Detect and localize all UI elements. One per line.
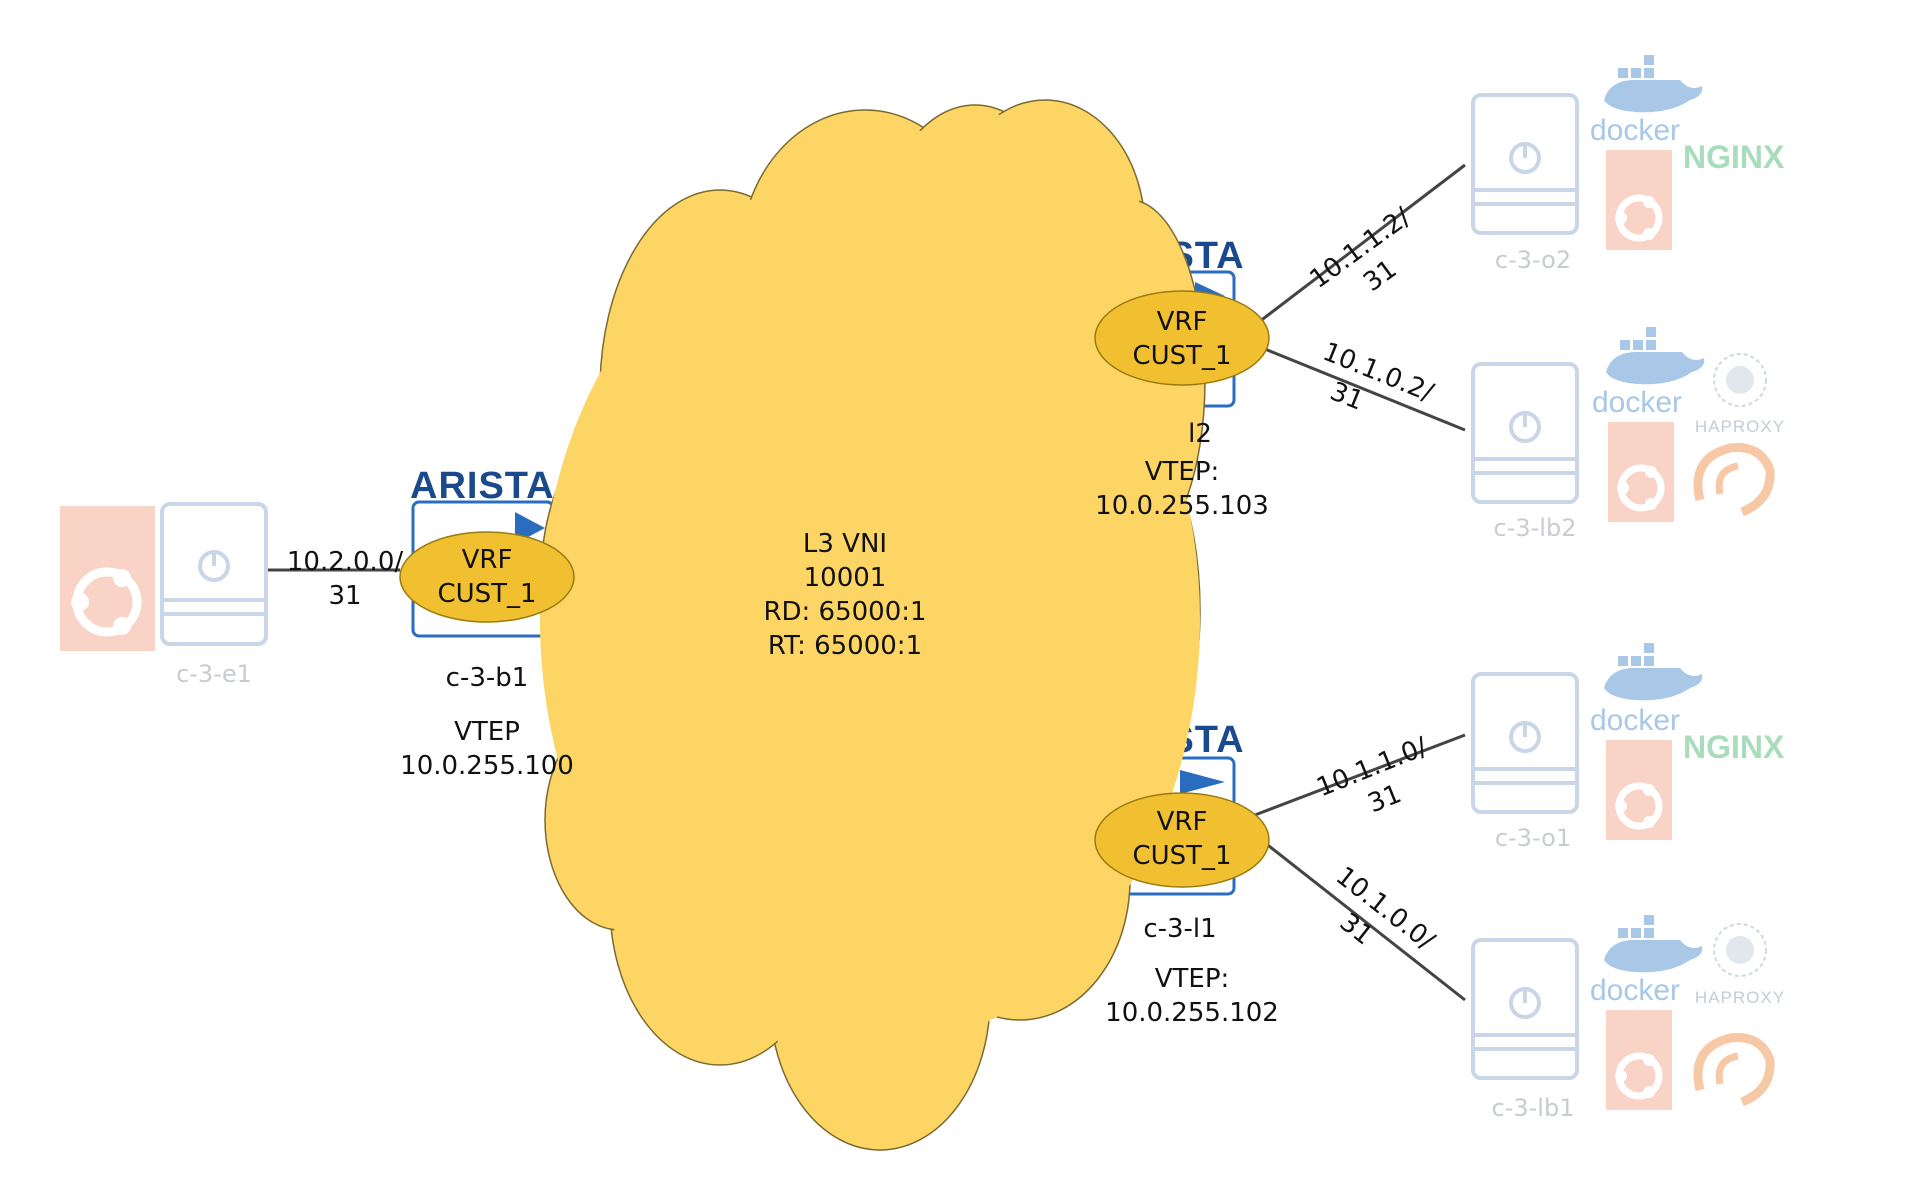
vrf-l1[interactable]: VRF CUST_1 [1094,792,1270,888]
switch-b1-name: c-3-b1 [446,663,529,693]
switch-b1-vtep-title: VTEP [454,717,520,747]
link-l2-lb2 [1254,343,1466,432]
switch-labels: c-3-b1 VTEP 10.0.255.100 l2 VTEP: 10.0.2… [400,419,1279,1028]
docker-icon: docker [1590,643,1703,737]
host-lb1-app-2: HAPROXY [1695,988,1785,1007]
host-lb1-app-1: docker [1590,974,1680,1007]
vrf-l2-shape [1094,290,1270,386]
docker-icon: docker [1590,55,1703,147]
haproxy-icon: HAPROXY [1693,923,1785,1107]
ubuntu-icon [1606,740,1672,840]
docker-icon: docker [1592,327,1705,419]
host-lb1-name: c-3-lb1 [1492,1094,1575,1122]
switch-l1-vtep-title: VTEP: [1155,964,1230,994]
link-l2-lb2-label: 10.1.0.2/ 31 [1318,337,1437,417]
switch-l1-arrow-icon [1180,770,1225,794]
vrf-l2[interactable]: VRF CUST_1 [1094,290,1270,386]
host-e1-name: c-3-e1 [176,660,252,688]
ubuntu-icon [60,506,155,651]
vrf-b1[interactable]: VRF CUST_1 [399,531,575,623]
svg-text:31: 31 [328,581,361,611]
svg-text:10.1.0.0/: 10.1.0.0/ [1330,861,1440,956]
server-icon [1471,938,1579,1080]
switch-l1-vtep-ip: 10.0.255.102 [1105,998,1279,1028]
switch-b1-vtep-ip: 10.0.255.100 [400,751,574,781]
link-l1-o1-label: 10.1.1.0/ 31 [1312,732,1431,819]
host-lb2[interactable]: docker HAPROXY c-3-lb2 [1471,327,1785,542]
host-e1[interactable]: c-3-e1 [60,502,268,688]
link-e1-b1-label: 10.2.0.0/ 31 [287,547,404,611]
host-lb1[interactable]: docker HAPROXY c-3-lb1 [1471,915,1785,1122]
server-icon [1471,362,1579,504]
vrf-l1-line-1: VRF [1157,807,1208,837]
host-lb2-app-2: HAPROXY [1695,417,1785,436]
link-l2-o2-label: 10.1.1.2/ 31 [1304,202,1416,298]
link-l1-lb1 [1254,833,1466,1002]
links [268,163,1466,1002]
cloud-line-1: L3 VNI [803,529,887,559]
host-o2[interactable]: docker NGINX c-3-o2 [1471,55,1785,274]
server-icon [160,502,268,646]
vrf-b1-line-2: CUST_1 [437,579,536,609]
host-o2-name: c-3-o2 [1495,246,1571,274]
switch-l2-vtep-ip: 10.0.255.103 [1095,491,1269,521]
server-icon [1471,93,1579,235]
vrf-l1-shape [1094,792,1270,888]
vrf-l2-line-1: VRF [1157,307,1208,337]
vrf-l1-line-2: CUST_1 [1132,841,1231,871]
svg-text:31: 31 [1364,779,1406,819]
svg-text:31: 31 [1326,377,1368,417]
cloud-line-4: RT: 65000:1 [768,631,922,661]
ubuntu-icon [1606,1010,1672,1110]
host-o1-app-1: docker [1590,704,1680,737]
cloud-line-3: RD: 65000:1 [763,597,926,627]
link-l1-o1 [1254,733,1466,817]
vrf-l2-line-2: CUST_1 [1132,341,1231,371]
switch-l1-name: c-3-l1 [1143,914,1216,944]
haproxy-icon: HAPROXY [1693,353,1785,517]
server-icon [1471,672,1579,814]
switch-l2-name: l2 [1188,419,1212,449]
vrf-b1-line-1: VRF [462,545,513,575]
host-lb2-name: c-3-lb2 [1494,514,1577,542]
link-l2-o2 [1254,163,1466,327]
host-o2-app-2: NGINX [1683,139,1785,175]
svg-text:10.2.0.0/: 10.2.0.0/ [287,547,404,577]
host-o1-name: c-3-o1 [1495,824,1571,852]
docker-icon: docker [1590,915,1703,1007]
cloud-label: L3 VNI 10001 RD: 65000:1 RT: 65000:1 [763,529,926,661]
switch-b1-brand: ARISTA [410,465,555,507]
switch-l2-vtep-title: VTEP: [1145,457,1220,487]
host-o1-app-2: NGINX [1683,729,1785,765]
vrf-b1-shape [399,531,575,623]
ubuntu-icon [1608,422,1674,522]
host-lb2-app-1: docker [1592,386,1682,419]
svg-text:10.1.1.2/: 10.1.1.2/ [1304,202,1416,295]
host-o1[interactable]: docker NGINX c-3-o1 [1471,643,1785,852]
cloud-line-2: 10001 [804,563,887,593]
ubuntu-icon [1606,150,1672,250]
host-o2-app-1: docker [1590,114,1680,147]
